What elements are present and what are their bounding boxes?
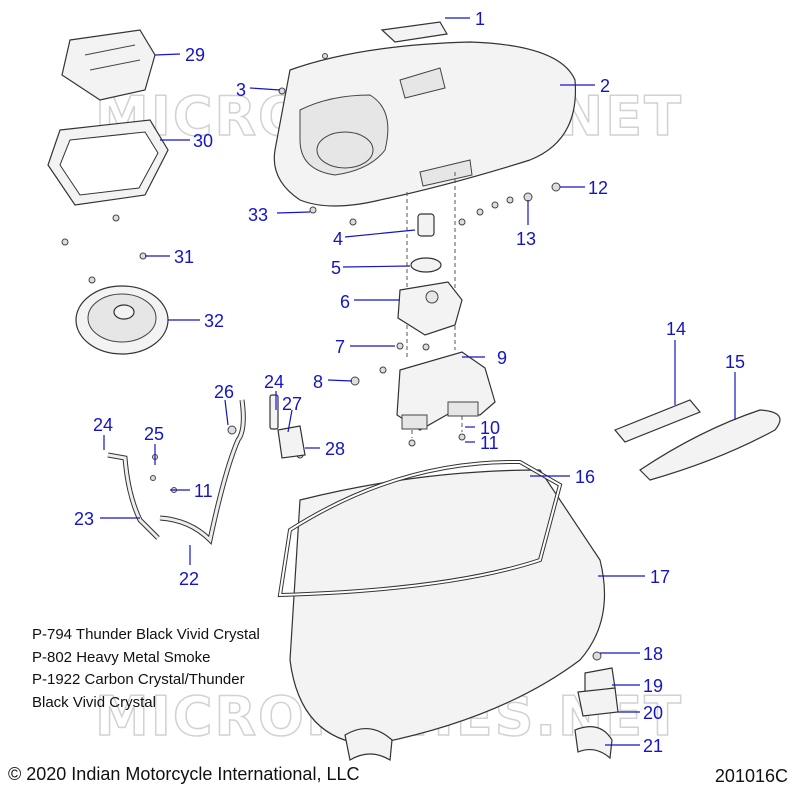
callout-3: 3 [236, 80, 246, 100]
part-16-rail [277, 459, 563, 598]
part-24-clip [269, 394, 279, 430]
callout-18: 18 [643, 644, 663, 664]
callout-23: 23 [74, 509, 94, 529]
drawing-number: 201016C [714, 766, 788, 786]
callout-33: 33 [248, 205, 268, 225]
callout-15: 15 [725, 352, 745, 372]
callout-5: 5 [331, 258, 341, 278]
note-line-1: P-794 Thunder Black Vivid Crystal [32, 626, 260, 643]
copyright-text: © 2020 Indian Motorcycle International, … [8, 764, 360, 784]
part-4-bushing [417, 213, 435, 237]
callout-21: 21 [643, 736, 663, 756]
part-6-latch [397, 281, 463, 336]
part-32-speaker [75, 285, 169, 355]
part-9-bracket [396, 351, 496, 431]
callout-11b: 11 [194, 481, 213, 501]
callout-6: 6 [340, 292, 350, 312]
part-20-clamp [577, 687, 619, 717]
part-17-bag [289, 469, 606, 746]
callout-7: 7 [335, 337, 345, 357]
callout-13: 13 [516, 229, 536, 249]
callout-32: 32 [204, 311, 224, 331]
part-29-cover [61, 29, 156, 101]
note-line-2: P-802 Heavy Metal Smoke [32, 648, 211, 666]
part-27-clip [277, 425, 306, 459]
callout-24b: 24 [264, 372, 284, 392]
callout-10: 10 [480, 418, 500, 438]
part-2-lid [273, 41, 577, 207]
callout-30: 30 [193, 131, 213, 151]
part-21-clamp [574, 726, 613, 760]
part-bottom-clamp [344, 728, 393, 762]
callout-20: 20 [643, 703, 663, 723]
callout-8: 8 [313, 372, 323, 392]
part-1-cap [380, 21, 448, 43]
callout-4: 4 [333, 229, 343, 249]
callout-25: 25 [144, 424, 164, 444]
callout-28: 28 [325, 439, 345, 459]
leader-lines [100, 17, 736, 746]
color-notes: P-794 Thunder Black Vivid Crystal P-802 … [32, 624, 332, 714]
note-line-3: P-1922 Carbon Crystal/Thunder [32, 671, 245, 688]
callout-24a: 24 [93, 415, 113, 435]
callout-22: 22 [179, 569, 199, 589]
callout-29: 29 [185, 45, 205, 65]
callout-31: 31 [174, 247, 194, 267]
part-15-trim [639, 409, 781, 481]
callout-17: 17 [650, 567, 670, 587]
callout-12: 12 [588, 178, 608, 198]
callout-19: 19 [643, 676, 663, 696]
callouts: 1 2 3 4 5 6 7 8 9 10 11 11 12 13 14 15 1… [74, 9, 745, 756]
callout-14: 14 [666, 319, 686, 339]
part-5-grommet [410, 257, 442, 273]
callout-2: 2 [600, 76, 610, 96]
callout-9: 9 [497, 348, 507, 368]
callout-16: 16 [575, 467, 595, 487]
part-30-frame [47, 119, 169, 206]
callout-11a: 11 [480, 433, 499, 453]
part-22-support [159, 399, 246, 546]
callout-1: 1 [475, 9, 485, 29]
callout-27: 27 [282, 394, 302, 414]
callout-26: 26 [214, 382, 234, 402]
note-line-4: Black Vivid Crystal [32, 693, 156, 711]
part-23-support [107, 452, 160, 540]
part-14-hinge [614, 399, 701, 443]
